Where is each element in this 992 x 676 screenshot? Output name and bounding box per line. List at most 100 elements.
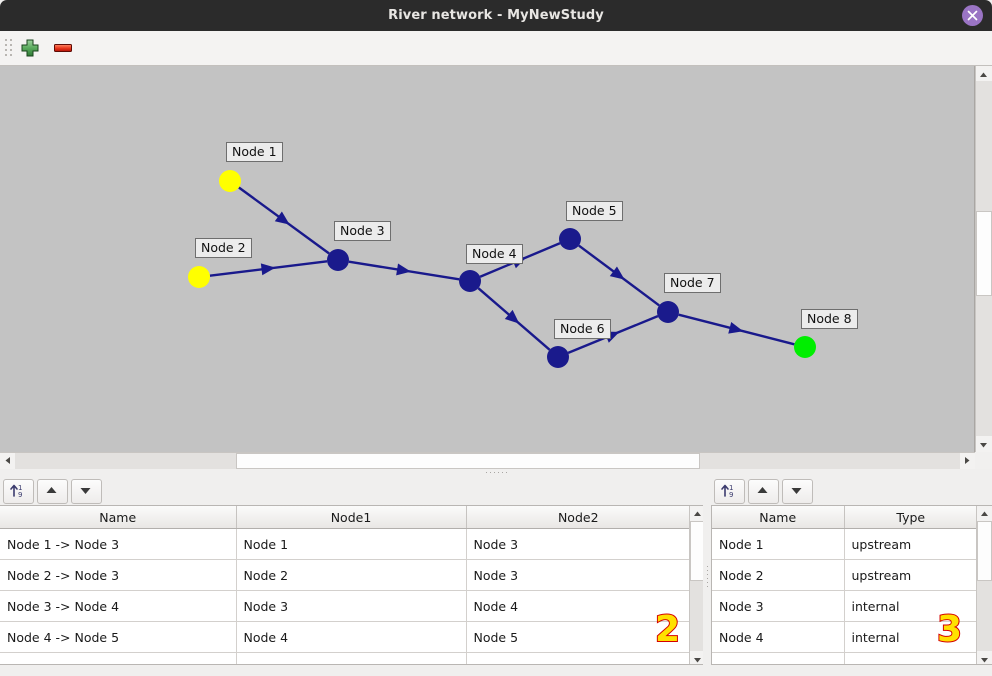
nodes-move-up-button[interactable] [748,479,779,504]
graph-node-label[interactable]: Node 4 [466,244,523,264]
nodes-scroll-down-button[interactable] [977,652,992,664]
nodes-table-cell[interactable]: internal [844,590,978,622]
links-table-cell[interactable]: Node 3 [466,528,691,560]
nodes-table-cell[interactable]: Node 4 [712,621,845,653]
triangle-down-icon [694,658,701,663]
nodes-table-cell[interactable]: upstream [844,528,978,560]
scroll-right-button[interactable] [960,453,974,468]
callout-marker-2: 2 [654,609,681,650]
graph-node[interactable] [188,266,210,288]
graph-node-label[interactable]: Node 8 [801,309,858,329]
node-layer [188,170,816,368]
graph-node[interactable] [327,249,349,271]
network-diagram-canvas[interactable]: Node 1 Node 2 Node 3 Node 4 Node 5 Node 6 Node… [0,66,975,452]
nodes-table-column-header[interactable]: Name [712,506,845,529]
graph-node-label[interactable]: Node 3 [334,221,391,241]
minus-icon [54,44,72,52]
graph-node-label[interactable]: Node 5 [566,201,623,221]
nodes-table-cell[interactable]: Node 2 [712,559,845,591]
triangle-up-icon [980,72,987,77]
arrow-down-icon [791,488,802,494]
toolbar-grip[interactable] [5,39,12,59]
nodes-table-cell[interactable]: upstream [844,559,978,591]
links-table-column-header[interactable]: Node1 [236,506,467,529]
nodes-table-column-header[interactable]: Type [844,506,977,529]
svg-text:9: 9 [729,491,733,499]
links-move-up-button[interactable] [37,479,68,504]
links-vertical-scrollbar[interactable] [689,506,705,664]
graph-node[interactable] [559,228,581,250]
graph-node[interactable] [657,301,679,323]
links-table-cell[interactable]: Node 4 -> Node 5 [0,621,237,653]
scroll-down-button[interactable] [976,437,991,451]
links-table-cell[interactable]: Node 5 [466,621,691,653]
nodes-vscroll-thumb[interactable] [977,521,992,581]
graph-node[interactable] [547,346,569,368]
add-node-button[interactable] [17,35,43,61]
nodes-sort-button[interactable]: 1 9 [714,479,745,504]
links-sort-button[interactable]: 1 9 [3,479,34,504]
links-table-cell[interactable]: Node 1 [236,528,467,560]
links-move-down-button[interactable] [71,479,102,504]
links-table-cell[interactable]: Node 4 [466,590,691,622]
links-table-cell[interactable]: Node 3 [466,559,691,591]
main-toolbar [0,31,992,66]
svg-text:1: 1 [18,484,22,492]
graph-horizontal-scrollbar[interactable] [0,452,975,469]
links-scroll-up-button[interactable] [690,506,705,520]
arrow-down-icon [80,488,91,494]
graph-node-label[interactable]: Node 6 [554,319,611,339]
graph-hscroll-thumb[interactable] [236,453,700,469]
links-table-cell[interactable]: Node 2 [236,559,467,591]
nodes-table-cell[interactable]: Node 3 [712,590,845,622]
graph-node-label[interactable]: Node 1 [226,142,283,162]
graph-node[interactable] [794,336,816,358]
close-button[interactable] [962,5,983,26]
graph-vertical-scrollbar[interactable] [975,66,992,452]
nodes-table-cell[interactable]: Node 1 [712,528,845,560]
links-table-cell[interactable]: Node 1 -> Node 3 [0,528,237,560]
links-table-cell[interactable]: Node 4 [236,621,467,653]
horizontal-splitter[interactable] [0,469,992,476]
scroll-up-button[interactable] [976,67,991,81]
graph-node[interactable] [219,170,241,192]
links-table-cell[interactable]: Node 3 [236,590,467,622]
links-table-column-header[interactable]: Name [0,506,237,529]
title-bar[interactable]: River network - MyNewStudy [0,0,992,31]
scroll-left-button[interactable] [1,453,15,468]
links-table-cell[interactable]: Node 3 -> Node 4 [0,590,237,622]
links-table-cell[interactable]: Node 2 -> Node 3 [0,559,237,591]
graph-node-label[interactable]: Node 7 [664,273,721,293]
graph-node-label[interactable]: Node 2 [195,238,252,258]
edge-arrow-icon [396,263,411,276]
sort-icon: 1 9 [721,484,733,499]
vertical-splitter[interactable] [703,476,711,676]
sort-icon: 1 9 [10,484,22,499]
nodes-scroll-up-button[interactable] [977,506,992,520]
delete-node-button[interactable] [50,35,76,61]
nodes-move-down-button[interactable] [782,479,813,504]
graph-node[interactable] [459,270,481,292]
nodes-vertical-scrollbar[interactable] [976,506,992,664]
edge-arrow-icon [260,263,276,276]
nodes-table-cell[interactable]: internal [844,621,978,653]
close-icon [967,10,978,21]
links-table-column-header[interactable]: Node2 [466,506,690,529]
graph-vscroll-thumb[interactable] [976,211,992,296]
links-scroll-down-button[interactable] [690,652,705,664]
